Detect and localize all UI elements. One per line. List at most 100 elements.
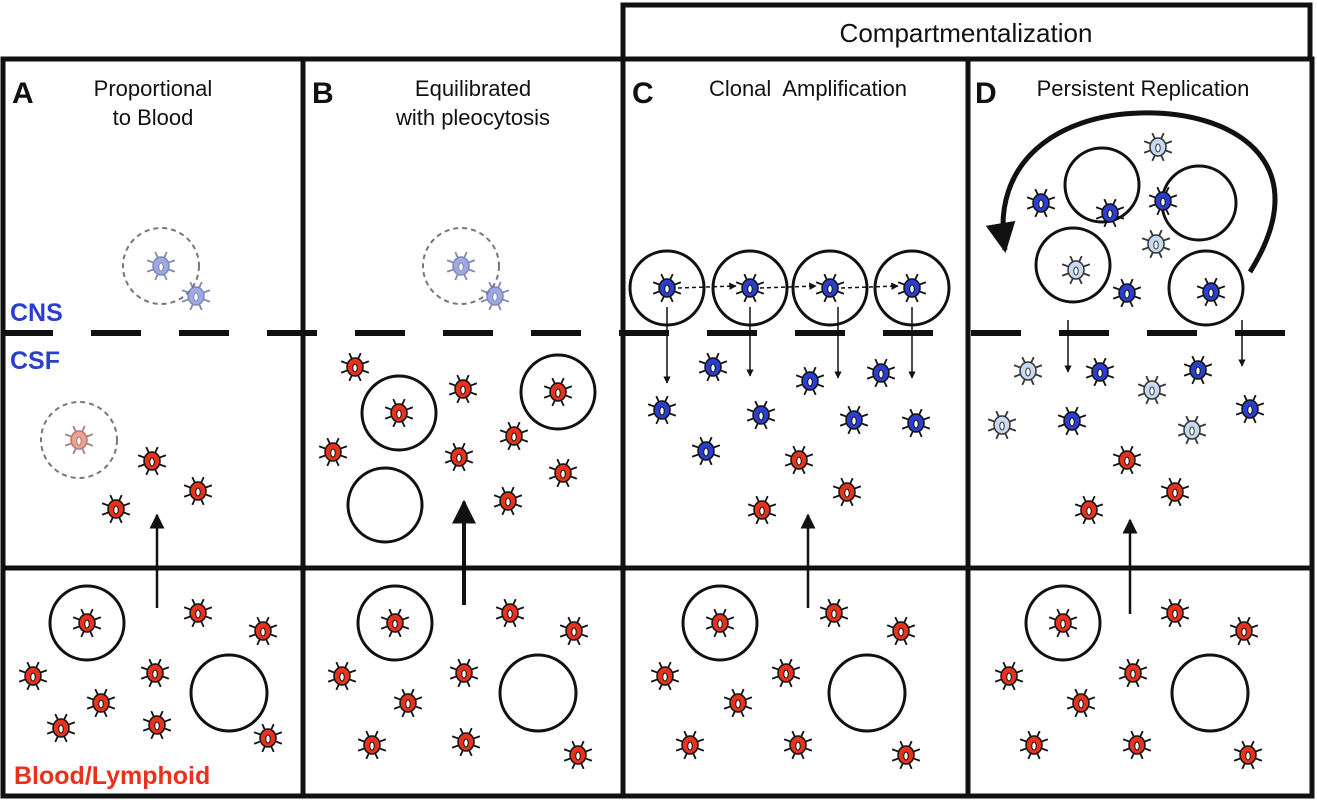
panel-d-title: Persistent Replication xyxy=(1037,76,1250,101)
blood-cell xyxy=(1229,616,1259,646)
cns-cell xyxy=(446,251,476,281)
panel-d-letter: D xyxy=(975,77,997,110)
blood-cell xyxy=(650,661,680,691)
blood-cell xyxy=(891,740,921,770)
panel-c-title: Clonal Amplification xyxy=(709,76,907,101)
cns-cell xyxy=(1061,255,1091,285)
panel-c-header: C Clonal Amplification xyxy=(632,76,907,110)
cns-cell xyxy=(652,273,682,303)
blood-cell xyxy=(1066,688,1096,718)
blood-cell xyxy=(384,398,414,428)
cns-cell xyxy=(746,400,776,430)
blood-cell xyxy=(705,608,735,638)
blood-cell xyxy=(1118,658,1148,688)
cns-cell xyxy=(987,410,1017,440)
cns-cell xyxy=(901,408,931,438)
panel-a-title-line2: to Blood xyxy=(113,105,194,130)
blood-cell xyxy=(101,494,131,524)
compartmentalization-label: Compartmentalization xyxy=(840,18,1093,48)
region-label-cns: CNS xyxy=(10,299,63,327)
blood-cell xyxy=(783,730,813,760)
cns-cell xyxy=(1026,188,1056,218)
panel-b-header: B Equilibrated with pleocytosis xyxy=(312,76,550,130)
cns-cell xyxy=(795,366,825,396)
release-arrows-down xyxy=(663,307,1246,384)
blood-cell xyxy=(380,608,410,638)
blood-cell xyxy=(72,608,102,638)
blood-cell xyxy=(140,658,170,688)
blood-cell xyxy=(1160,477,1190,507)
panel-a-title-line1: Proportional xyxy=(94,76,213,101)
blood-cell xyxy=(1233,740,1263,770)
region-label-blood: Blood/Lymphoid xyxy=(14,762,210,790)
blood-cell xyxy=(18,661,48,691)
blood-cell xyxy=(449,658,479,688)
blood-cell xyxy=(563,740,593,770)
blood-cell xyxy=(819,598,849,628)
blood-cell xyxy=(499,421,529,451)
blood-cell xyxy=(1160,598,1190,628)
migration-arrows-up xyxy=(149,499,1138,614)
cns-cell xyxy=(866,358,896,388)
blood-cell xyxy=(1122,730,1152,760)
panel-b-circles xyxy=(346,227,597,733)
blood-cell xyxy=(340,352,370,382)
blood-cell xyxy=(357,730,387,760)
blood-cell xyxy=(493,486,523,516)
cns-cell xyxy=(1183,355,1213,385)
blood-cell xyxy=(1112,445,1142,475)
panel-a-header: A Proportional to Blood xyxy=(12,76,212,130)
blood-cell xyxy=(495,598,525,628)
blood-cell xyxy=(548,458,578,488)
blood-cell xyxy=(1048,608,1078,638)
cns-cell xyxy=(1177,415,1207,445)
panel-d-header: D Persistent Replication xyxy=(975,76,1249,110)
blood-cell xyxy=(723,688,753,718)
blood-cell xyxy=(318,437,348,467)
blood-cell xyxy=(448,374,478,404)
panel-b-title-line1: Equilibrated xyxy=(415,76,531,101)
cns-cell xyxy=(698,352,728,382)
blood-cell xyxy=(142,710,172,740)
panel-c-circles xyxy=(628,249,951,733)
cns-cell xyxy=(1095,198,1125,228)
blood-cell xyxy=(675,730,705,760)
cns-cell xyxy=(1057,406,1087,436)
cns-cell xyxy=(839,405,869,435)
cns-cell xyxy=(815,273,845,303)
blood-cell xyxy=(451,727,481,757)
cns-cell xyxy=(181,281,211,311)
blood-cell xyxy=(886,616,916,646)
blood-cell xyxy=(393,688,423,718)
blood-cell xyxy=(832,477,862,507)
blood-cell xyxy=(183,598,213,628)
cns-cell xyxy=(897,273,927,303)
cns-cell xyxy=(1112,278,1142,308)
blood-cell xyxy=(248,616,278,646)
clonal-expansion-arrows xyxy=(677,282,899,290)
panel-a-circles xyxy=(40,227,269,733)
blood-cell xyxy=(183,476,213,506)
blood-cell xyxy=(771,658,801,688)
blood-cell xyxy=(137,446,167,476)
cns-cell xyxy=(1143,132,1173,162)
cns-cell xyxy=(691,436,721,466)
blood-cell xyxy=(994,661,1024,691)
blood-cell xyxy=(559,616,589,646)
cns-cell xyxy=(1235,394,1265,424)
blood-cell xyxy=(747,495,777,525)
blood-cell xyxy=(253,723,283,753)
cns-cell xyxy=(735,273,765,303)
cells-layer xyxy=(18,132,1265,770)
panel-frames xyxy=(0,56,1315,799)
region-label-csf: CSF xyxy=(10,347,60,375)
blood-cell xyxy=(46,713,76,743)
blood-cell xyxy=(86,688,116,718)
panel-d-circles xyxy=(1024,146,1250,733)
cns-cell xyxy=(1013,356,1043,386)
panel-b-title-line2: with pleocytosis xyxy=(395,105,550,130)
cns-cell xyxy=(647,395,677,425)
panel-b-letter: B xyxy=(312,77,334,110)
cns-cell xyxy=(1141,229,1171,259)
